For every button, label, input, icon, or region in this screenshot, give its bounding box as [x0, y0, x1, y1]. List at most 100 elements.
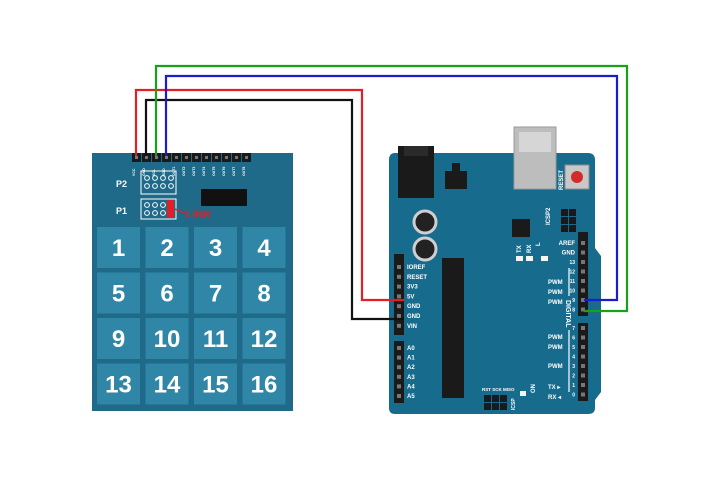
wire-scl-pin9-blue [164, 74, 619, 302]
capacitor-1 [412, 209, 438, 235]
key-label-16: 16 [251, 372, 278, 399]
key-label-8: 8 [257, 281, 270, 308]
icsp-top-labels: RST SCK MISO [482, 387, 515, 392]
digital-header-lower [578, 323, 588, 401]
arduino-uno-board: RESET ICSP2 L TX RX ON IOREFRESET3V35VGN… [389, 126, 601, 419]
header-pin-hole [205, 156, 208, 159]
power-pin-hole [397, 294, 401, 299]
digital-pin-hole [581, 392, 585, 397]
voltage-regulator [445, 171, 467, 189]
digital-pin-5: 5 [572, 345, 575, 351]
key-1[interactable] [97, 227, 140, 268]
icsp-pin [492, 403, 499, 410]
analog-pin-a1: A1 [407, 356, 415, 362]
key-3[interactable] [194, 227, 237, 268]
icsp-bottom-labels: GND MOSI +5V [482, 414, 514, 419]
key-5[interactable] [97, 272, 140, 314]
reset-button-cap[interactable] [571, 171, 583, 183]
key-8[interactable] [242, 272, 286, 314]
jumper-pin [152, 202, 158, 208]
wires [134, 64, 629, 321]
header-pin-label: OUT6 [222, 167, 226, 176]
key-12[interactable] [242, 318, 286, 359]
usb-port-inner [519, 132, 551, 152]
digital-label: DIGITAL [564, 300, 571, 328]
jumper-pin [168, 175, 174, 181]
power-pin-3v3: 3V3 [407, 285, 418, 291]
key-label-2: 2 [160, 235, 173, 262]
digital-pin-0: 0 [572, 393, 575, 399]
jumper-pin [152, 175, 158, 181]
key-label-10: 10 [154, 326, 181, 353]
icsp2-pin [569, 225, 576, 232]
rx-pin-label: RX ◂ [548, 395, 562, 401]
key-14[interactable] [145, 363, 189, 405]
p2-jumper-block [140, 170, 177, 195]
key-label-15: 15 [202, 372, 229, 399]
key-6[interactable] [145, 272, 189, 314]
icsp2-pin [569, 217, 576, 224]
icsp-pin [484, 403, 491, 410]
digital-pin-2: 2 [572, 374, 575, 380]
pwm-label: PWM [548, 300, 563, 306]
icsp-pin [484, 395, 491, 402]
jumper-pin [144, 175, 150, 181]
key-16[interactable] [242, 363, 286, 405]
icsp2-header [561, 209, 576, 232]
key-7[interactable] [194, 272, 237, 314]
key-label-12: 12 [251, 326, 278, 353]
digital-pin-11: 11 [570, 279, 576, 285]
tx-led-label: TX [517, 245, 523, 253]
tx-led [516, 256, 523, 261]
header-pin-hole [155, 156, 158, 159]
wire-vcc-5v-red [134, 88, 404, 302]
header-pin-hole [235, 156, 238, 159]
power-pin-gnd: GND [407, 304, 421, 310]
jumper-pin [160, 175, 166, 181]
icsp2-pin [561, 209, 568, 216]
digital-pin-4: 4 [572, 355, 575, 361]
pwm-label: PWM [548, 280, 563, 286]
digital-header-upper [578, 232, 588, 316]
p1-label: P1 [116, 206, 127, 216]
jumper-pin [160, 183, 166, 189]
header-pin-label: VCC [132, 168, 136, 176]
digital-pin-hole [581, 373, 585, 378]
digital-pin-hole [581, 298, 585, 302]
digital-pin-7: 7 [572, 326, 575, 332]
l-led [541, 256, 548, 261]
analog-pin-a3: A3 [407, 375, 415, 381]
digital-pin-hole [581, 354, 585, 359]
digital-pin-10: 10 [569, 289, 575, 295]
key-15[interactable] [194, 363, 237, 405]
power-pin-gnd: GND [407, 314, 421, 320]
usb-serial-chip [512, 219, 530, 237]
on-led [520, 391, 526, 396]
p2-jumper-pins [144, 175, 174, 189]
analog-pin-hole [397, 355, 401, 360]
tx-pin-label: TX ▸ [548, 385, 561, 391]
key-11[interactable] [194, 318, 237, 359]
header-pin-hole [185, 156, 188, 159]
analog-pin-a4: A4 [407, 384, 415, 390]
link-label: LINK [186, 209, 212, 221]
header-pin-hole [175, 156, 178, 159]
key-4[interactable] [242, 227, 286, 268]
icsp2-pin [569, 209, 576, 216]
key-label-9: 9 [112, 326, 125, 353]
key-9[interactable] [97, 318, 140, 359]
digital-pin-13: 13 [569, 260, 575, 266]
pwm-label: PWM [548, 364, 563, 370]
key-13[interactable] [97, 363, 140, 405]
regulator-tab [452, 163, 460, 171]
key-10[interactable] [145, 318, 189, 359]
key-2[interactable] [145, 227, 189, 268]
icsp-pin [492, 395, 499, 402]
digital-pin-hole [581, 269, 585, 274]
p2-label: P2 [116, 179, 127, 189]
